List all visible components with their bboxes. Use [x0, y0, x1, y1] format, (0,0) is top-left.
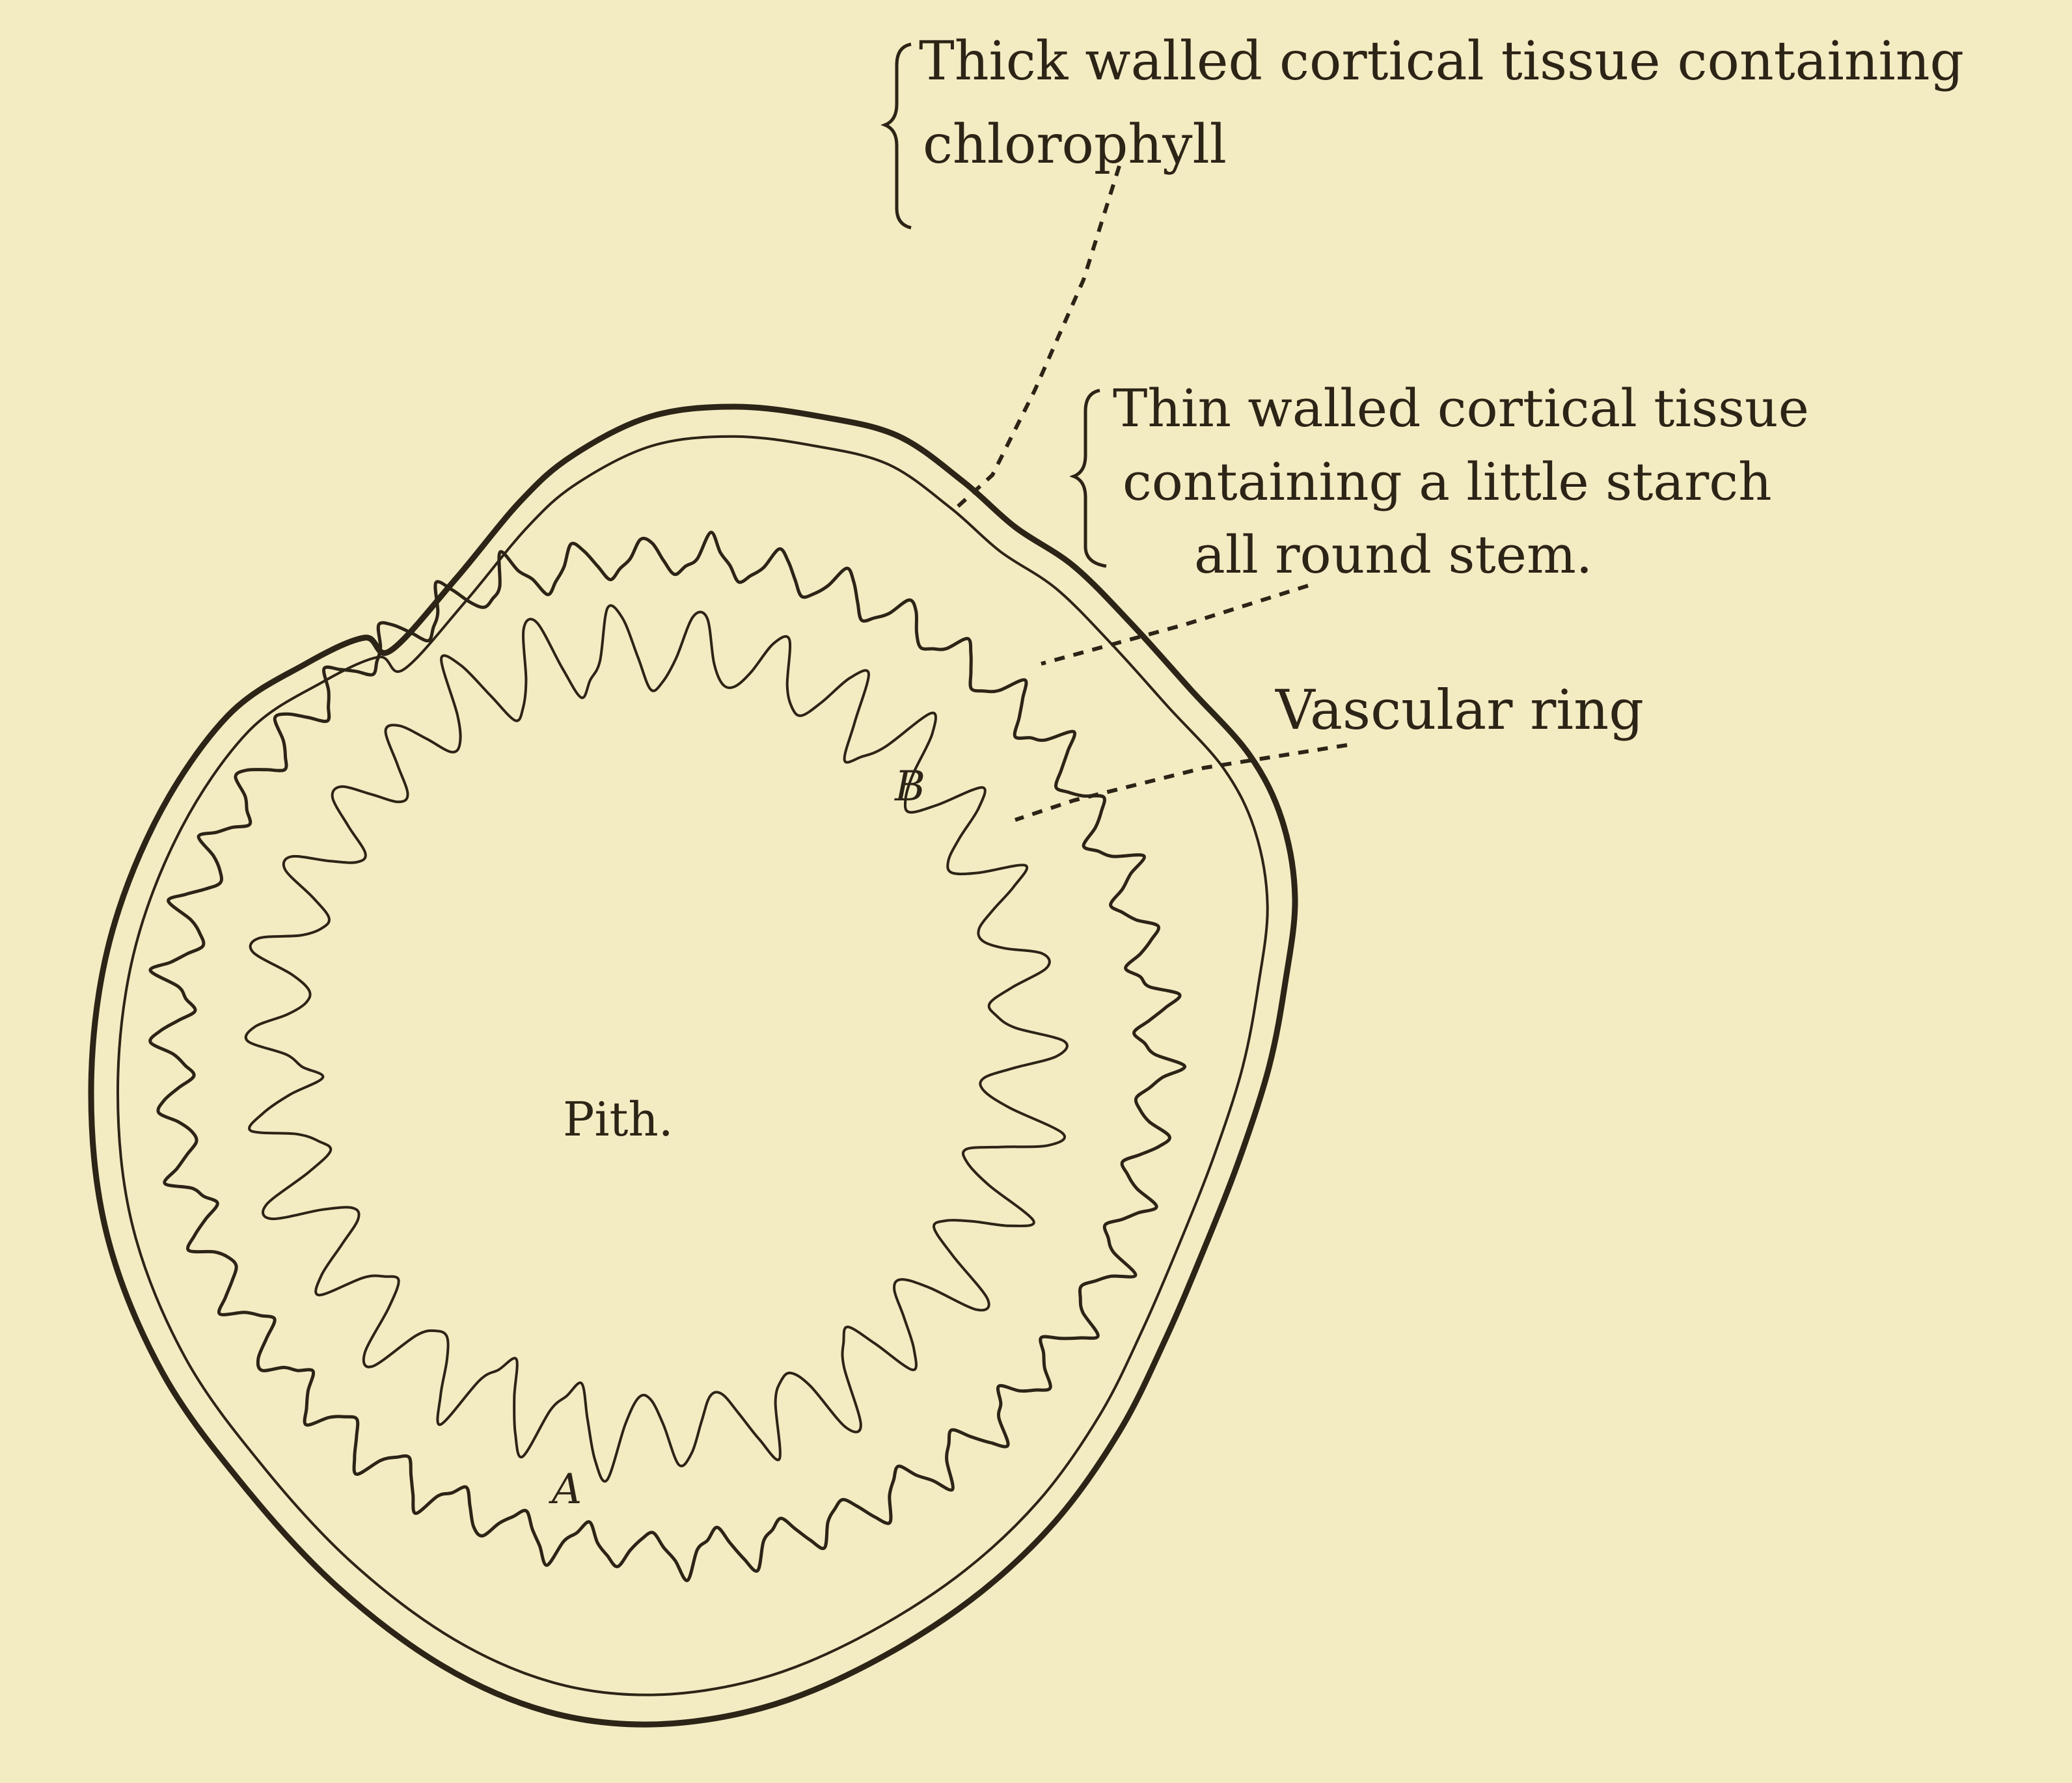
vascular-ring-outer-boundary	[150, 532, 1185, 1581]
pith-boundary	[246, 605, 1067, 1481]
thick-cortex-inner-boundary	[118, 437, 1268, 1695]
thin-cortex-label-line3: all round stem.	[1194, 524, 1592, 585]
thin-cortex-leader-line	[1041, 586, 1308, 664]
thin-cortex-label-brace	[1074, 390, 1106, 566]
thick-cortex-label-line1: Thick walled cortical tissue containing	[919, 31, 1964, 92]
thick-cortex-label-line2: chlorophyll	[923, 114, 1227, 176]
pith-label: Pith.	[563, 1092, 674, 1147]
outer-epidermis-outline	[91, 407, 1295, 1724]
thin-cortex-label-line2: containing a little starch	[1123, 452, 1772, 512]
thick-cortex-leader-line	[957, 166, 1119, 508]
thin-cortex-label-line1: Thin walled cortical tissue	[1113, 378, 1809, 439]
vascular-ring-label: Vascular ring	[1275, 678, 1644, 742]
marker-a: A	[549, 1465, 582, 1514]
thick-cortex-label-brace	[885, 44, 911, 228]
marker-b: B	[894, 763, 925, 811]
